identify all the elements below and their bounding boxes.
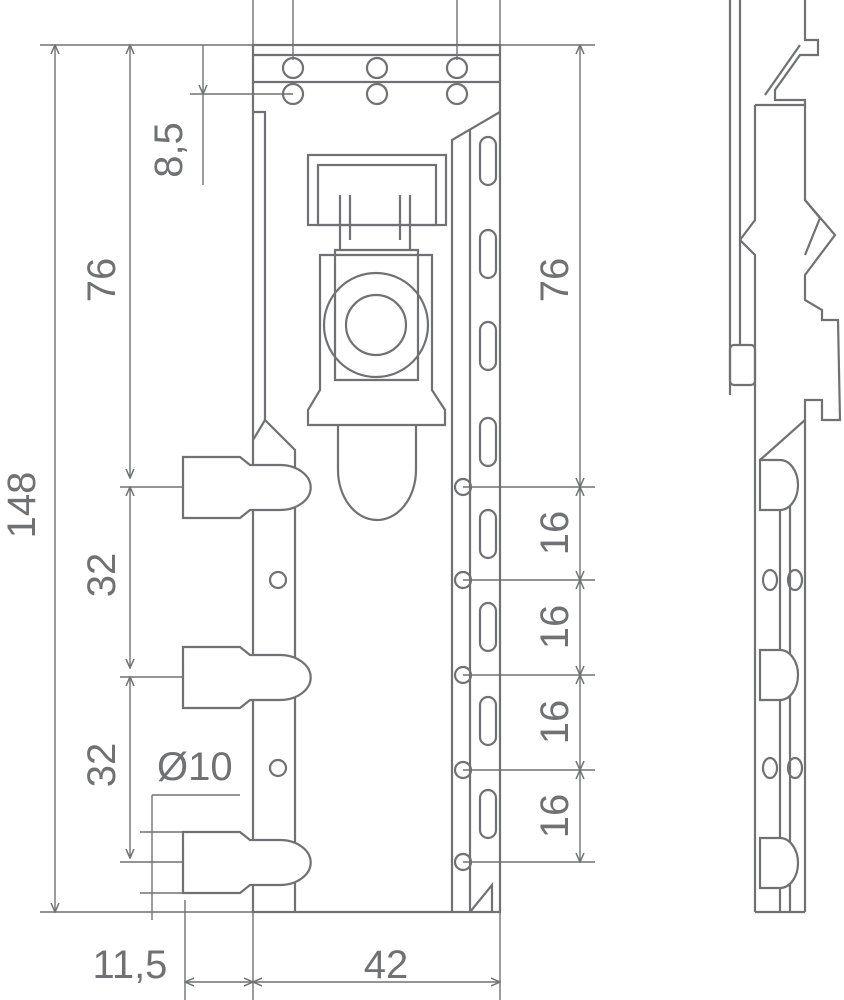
dim-pin-offset: 11,5 xyxy=(93,943,168,987)
center-mechanism xyxy=(306,153,448,522)
dim-pin-spacing-1: 32 xyxy=(80,553,124,598)
pins xyxy=(181,455,312,895)
dim-hole-spacing: 16 xyxy=(533,511,577,556)
dim-total-height: 148 xyxy=(0,472,44,539)
dimension-labels: 148 76 8,5 32 32 Ø10 11,5 42 76 16 16 16… xyxy=(0,122,577,987)
dim-hole-spacing: 16 xyxy=(533,794,577,839)
dim-pin-diameter: Ø10 xyxy=(157,745,233,789)
dim-top-hole-spacing: 8,5 xyxy=(147,122,191,178)
dim-left-upper: 76 xyxy=(80,258,124,303)
top-holes xyxy=(281,56,469,106)
dim-right-upper: 76 xyxy=(533,258,577,303)
dim-hole-spacing: 16 xyxy=(533,605,577,650)
front-view xyxy=(181,0,502,914)
side-view xyxy=(728,0,842,914)
dim-hole-spacing: 16 xyxy=(533,700,577,745)
slots xyxy=(453,135,498,872)
dim-plate-width: 42 xyxy=(364,943,409,987)
dim-pin-spacing-2: 32 xyxy=(80,743,124,788)
dimension-lines xyxy=(40,45,595,1000)
